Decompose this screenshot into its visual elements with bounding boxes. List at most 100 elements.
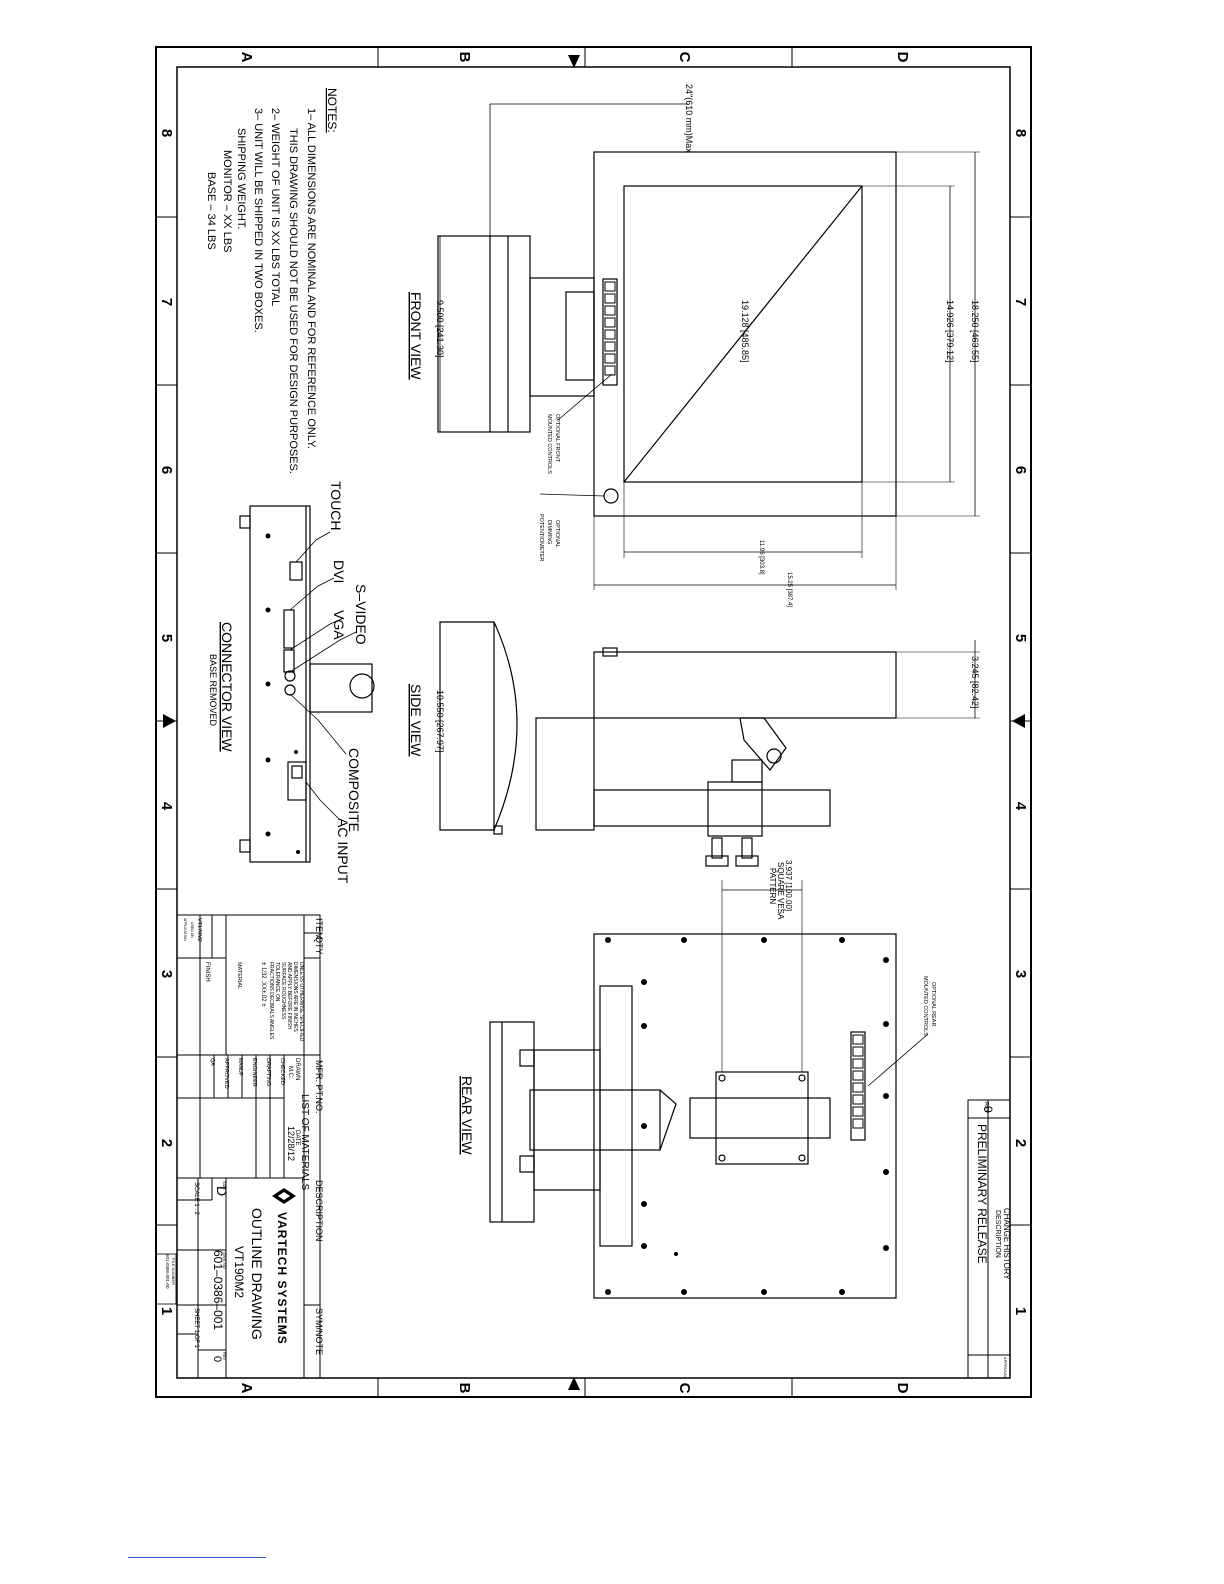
front-callout-controls-2: MOUNTED CONTROLS xyxy=(546,414,552,474)
tolerance-line-5: TOLERANCE ON xyxy=(274,962,280,1002)
zone-number-1-right: 1 xyxy=(1012,1307,1029,1315)
zone-number-4-right: 4 xyxy=(1012,802,1029,811)
zone-number-2-left: 2 xyxy=(158,1139,175,1147)
center-arrows xyxy=(163,55,1025,1390)
change-history-desc-header: DESCRIPTION xyxy=(994,1210,1001,1258)
side-pivot xyxy=(766,748,782,764)
zone-letter-a-bottom: A xyxy=(238,1383,255,1394)
drawing-title: OUTLINE DRAWING xyxy=(249,1208,265,1340)
drafting-label: DRAFTING xyxy=(265,1058,271,1086)
zone-number-7-right: 7 xyxy=(1012,298,1029,306)
side-stand-column xyxy=(535,717,595,831)
rear-view-title: REAR VIEW xyxy=(459,1076,475,1155)
front-base-foot xyxy=(437,235,531,433)
used-on-label: USED ON xyxy=(190,922,194,938)
rear-callout-controls-1: OPTIONAL REAR xyxy=(930,982,936,1026)
rear-callout-controls-2: MOUNTED CONTROLS xyxy=(922,976,928,1036)
side-dim-base: 10.550 [267.97] xyxy=(435,690,445,753)
approved-label: APPROVED xyxy=(223,1058,229,1089)
used-on-value: VT170M2 xyxy=(196,918,202,942)
front-dim-diagonal: 19.128 [485.85] xyxy=(740,300,750,363)
rear-dim-vesa-2: SQUARE VESA xyxy=(776,862,785,920)
notes-title: NOTES: xyxy=(325,88,339,133)
change-history-description: PRELIMINARY RELEASE xyxy=(975,1124,989,1264)
connector-label-ac-input: AC INPUT xyxy=(335,818,351,884)
side-knob-2 xyxy=(735,855,759,867)
notes-block: NOTES: 1– ALL DIMENSIONS ARE NOMINAL AND… xyxy=(205,88,339,474)
side-base-foot xyxy=(439,621,518,831)
rear-vesa-plate xyxy=(715,1071,809,1165)
zone-letter-c-bottom: C xyxy=(676,1383,693,1394)
zone-number-8-right: 8 xyxy=(1012,129,1029,137)
tolerance-line-3: AND APPLY BEFORE FINISH xyxy=(286,962,292,1029)
change-history-approval-header: APPROVAL xyxy=(1003,1357,1008,1379)
drawn-by: M.C. xyxy=(287,1066,293,1079)
title-block xyxy=(176,914,321,1379)
connector-panel xyxy=(249,505,311,863)
inner-border xyxy=(176,66,1011,1379)
zone-number-6-left: 6 xyxy=(158,466,175,474)
connector-label-svideo: S–VIDEO xyxy=(353,584,369,645)
checked-label: CHECKED xyxy=(279,1058,285,1085)
connector-touch-port xyxy=(289,561,303,581)
scale-value: SCALE 1 : 2 xyxy=(193,1182,199,1216)
qa-label: QA xyxy=(209,1058,215,1066)
bom-header-description: DESCRIPTION xyxy=(314,1180,324,1242)
tolerance-line-6: FRACTIONS DECIMALS ANGLES xyxy=(268,962,274,1040)
zone-letter-b-top: B xyxy=(456,52,473,63)
zone-number-4-left: 4 xyxy=(158,802,175,811)
front-stand-neck xyxy=(529,277,595,397)
zone-letter-d-bottom: D xyxy=(894,1383,911,1394)
engineer-label: ENGINEER xyxy=(251,1058,257,1087)
connector-ac-input xyxy=(287,761,307,801)
outer-border xyxy=(155,46,1032,1398)
size-value: D xyxy=(214,1186,230,1196)
tolerance-line-4: SURFACE ROUGHNESS xyxy=(280,962,286,1020)
change-history-rev-header: REV xyxy=(983,1102,989,1114)
zone-number-3-right: 3 xyxy=(1012,970,1029,978)
zone-letter-b-bottom: B xyxy=(456,1383,473,1394)
connector-view-title: CONNECTOR VIEW xyxy=(219,622,235,752)
date-value: 12/28/12 xyxy=(286,1126,296,1161)
zone-number-1-left: 1 xyxy=(158,1307,175,1315)
connector-label-composite: COMPOSITE xyxy=(346,748,362,832)
zone-number-8-left: 8 xyxy=(158,129,175,137)
tolerance-line-1: UNLESS OTHERWISE SPECIFIED xyxy=(298,962,304,1042)
zone-number-5-right: 5 xyxy=(1012,634,1029,642)
rear-stand-column xyxy=(529,1089,661,1151)
material-label: MATERIAL xyxy=(236,962,242,989)
rear-controls-strip xyxy=(850,1031,866,1141)
rear-dim-vesa-1: 3.937 [100.00] xyxy=(784,860,793,911)
list-of-materials: LIST OF MATERIALS xyxy=(299,1094,310,1191)
zone-letter-d-top: D xyxy=(894,52,911,63)
note-line-4: 3– UNIT WILL BE SHIPPED IN TWO BOXES. xyxy=(252,108,264,333)
sheet-value: SHEET 1 OF 1 xyxy=(193,1308,199,1349)
rev-label: REV xyxy=(222,1352,227,1361)
file-number-box xyxy=(155,1253,177,1305)
file-number-value: 601-0386-001-00 xyxy=(165,1254,170,1289)
date-label: DATE xyxy=(294,1130,300,1146)
connector-label-vga: VGA xyxy=(331,610,347,640)
rev-value: 0 xyxy=(211,1356,223,1362)
front-dim-active-width: 11.96 [303.8] xyxy=(758,540,764,575)
connector-view xyxy=(239,505,375,863)
file-number-label: FILE NUMBER xyxy=(171,1258,176,1285)
rear-monitor-body xyxy=(593,933,897,1299)
front-view xyxy=(437,103,980,590)
front-dim-base: 9.500 [241.30] xyxy=(435,300,445,358)
front-view-title: FRONT VIEW xyxy=(408,292,424,380)
rear-dim-vesa-3: PATTERN xyxy=(768,868,777,904)
bom-header-mfr-pt-no: MFR. PT.NO. xyxy=(314,1060,324,1114)
dimming-potentiometer xyxy=(603,488,619,504)
rear-stand-body xyxy=(533,1049,601,1191)
zone-number-5-left: 5 xyxy=(158,634,175,642)
zone-letter-c-top: C xyxy=(676,52,693,63)
change-history-rev: 0 xyxy=(981,1106,995,1113)
note-line-2: THIS DRAWING SHOULD NOT BE USED FOR DESI… xyxy=(287,128,299,474)
note-line-6: MONITOR – XX LBS xyxy=(221,150,233,253)
zone-letter-a-top: A xyxy=(238,52,255,63)
bom-header-qty: QTY xyxy=(314,936,324,955)
note-line-5: SHIPPING WEIGHT. xyxy=(235,128,247,229)
front-dim-width: 15.25 [387.4] xyxy=(786,572,792,607)
side-monitor-body xyxy=(593,651,897,719)
